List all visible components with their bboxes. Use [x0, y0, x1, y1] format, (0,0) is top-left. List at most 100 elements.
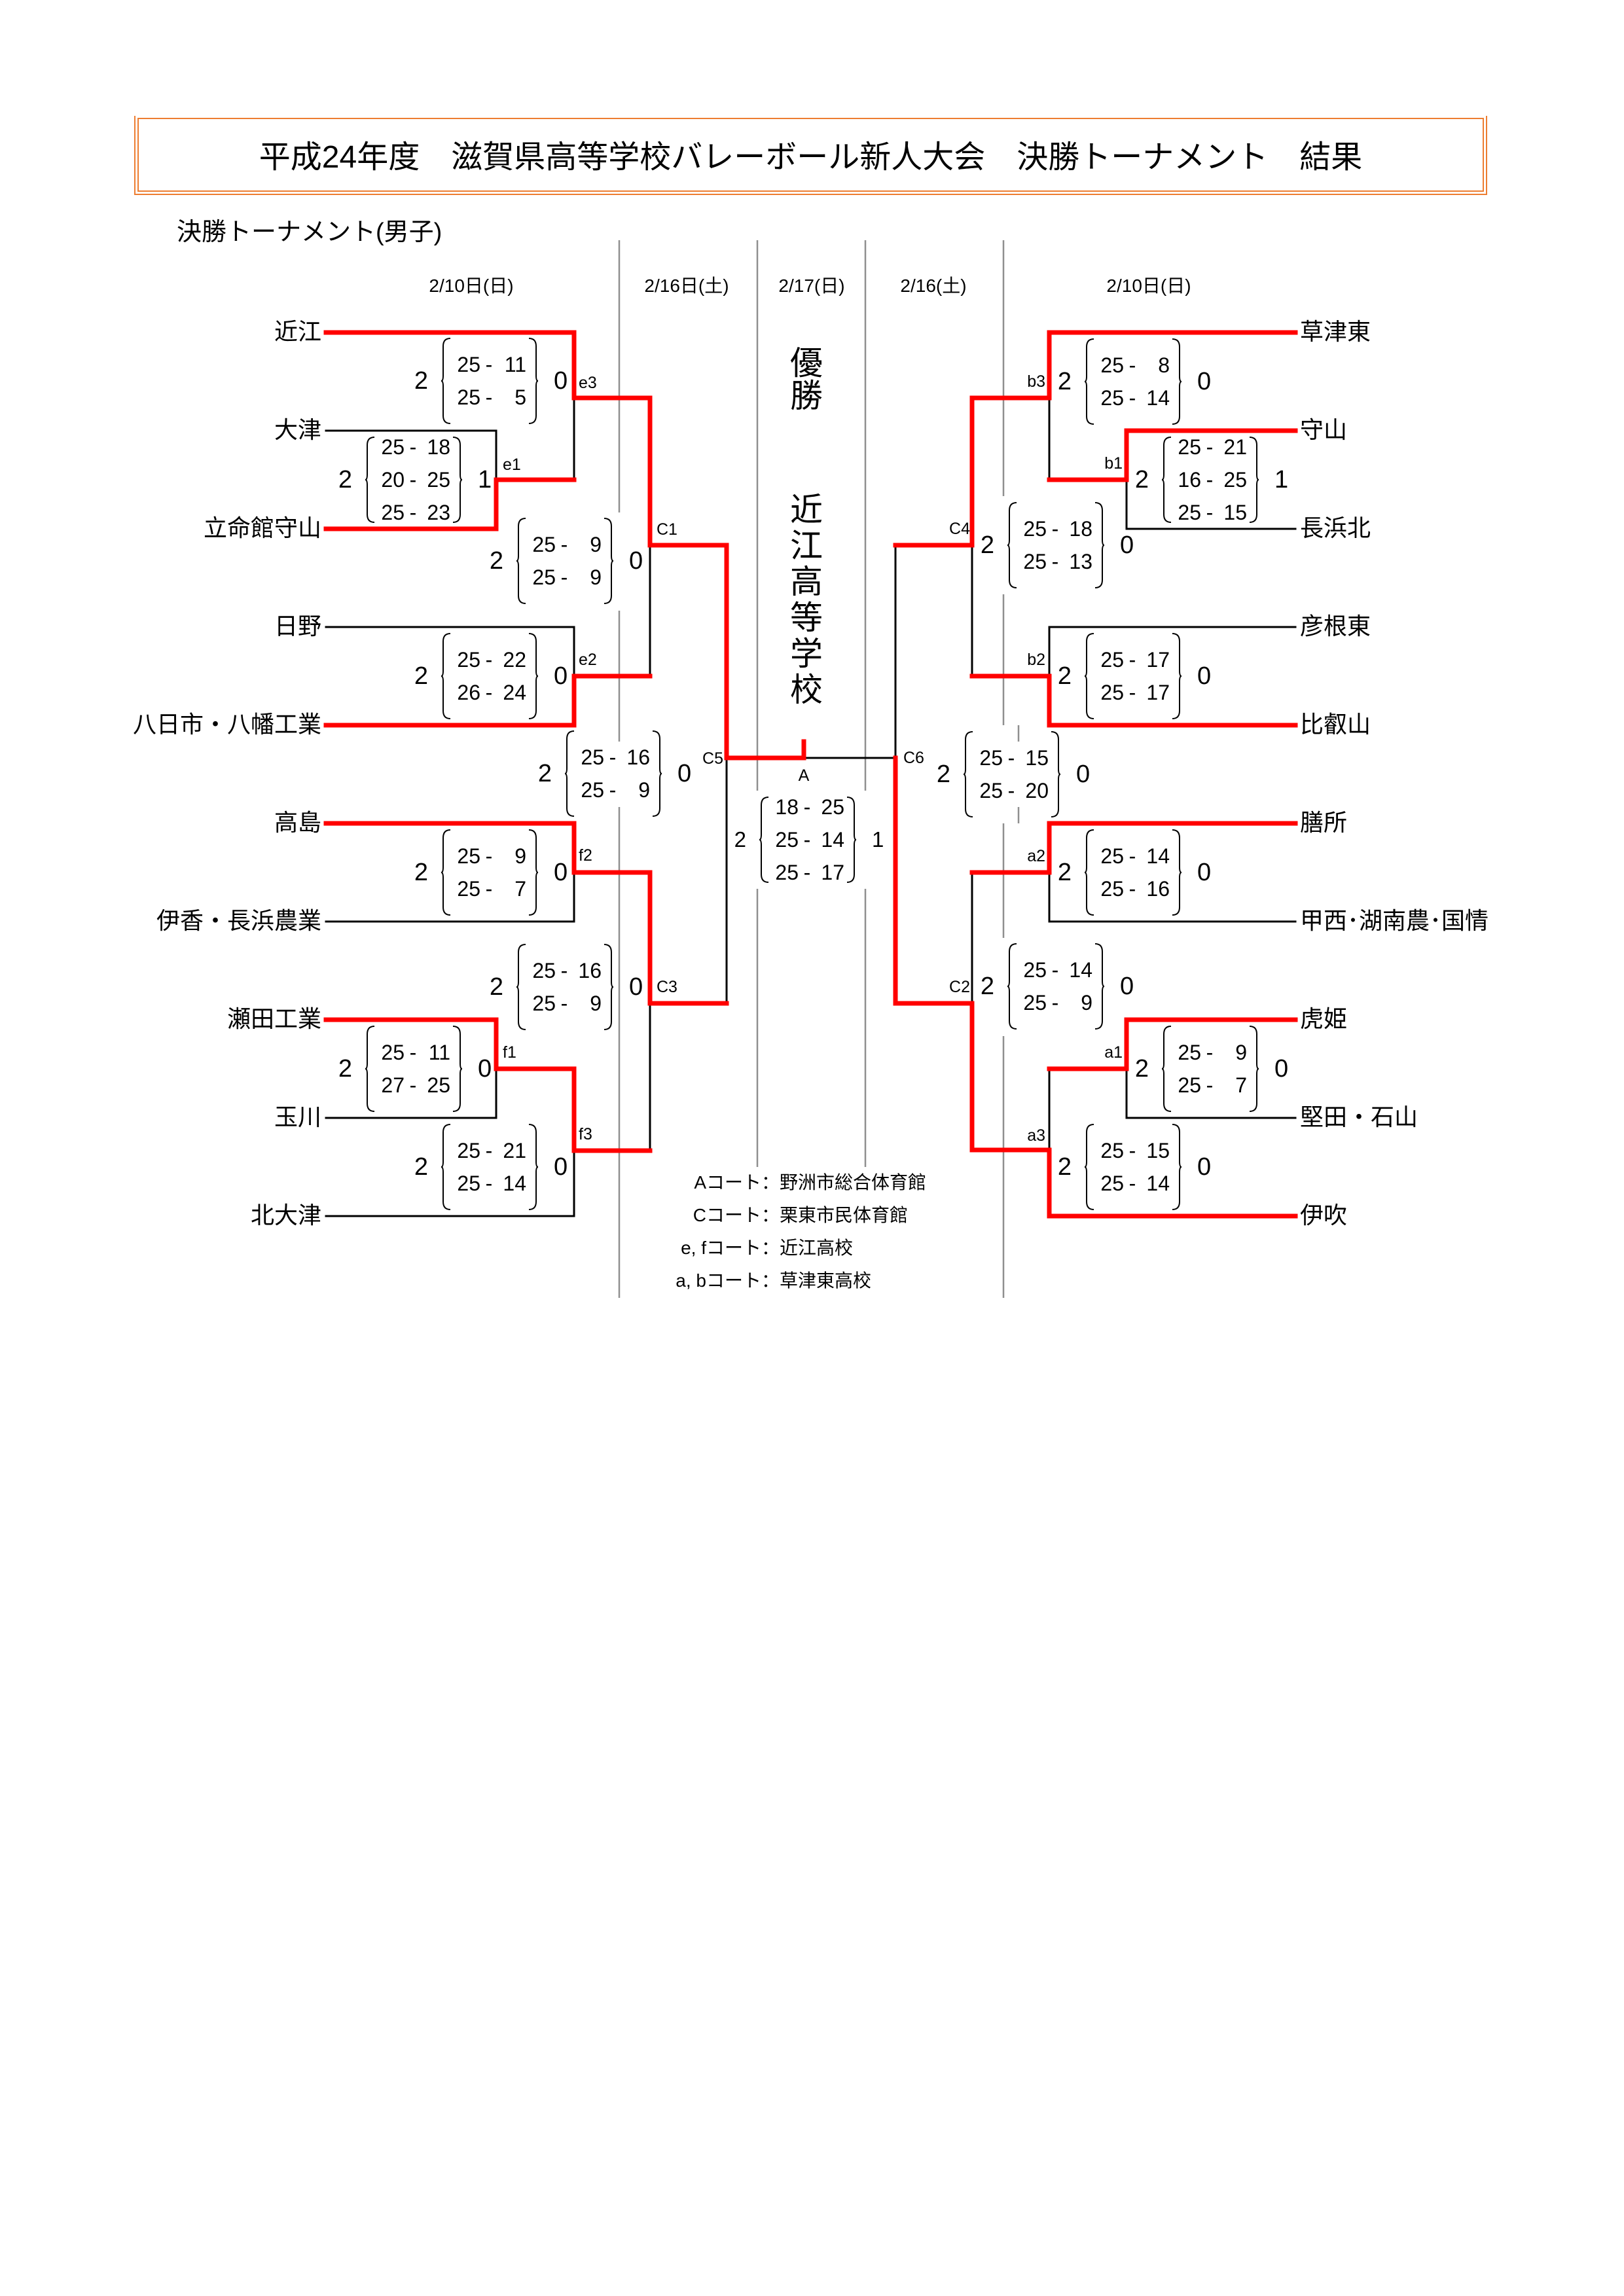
- sets-lost: 0: [554, 859, 568, 886]
- set-score-loser: 14: [1146, 1172, 1170, 1195]
- set-score-separator: -: [409, 435, 417, 459]
- right-brace: [1094, 943, 1105, 1030]
- set-score-loser: 14: [503, 1172, 526, 1195]
- sets-lost: 0: [629, 547, 643, 575]
- set-score-separator: -: [803, 861, 811, 884]
- right-brace: [1172, 633, 1182, 719]
- sets-lost: 0: [1197, 368, 1212, 395]
- set-score-loser: 23: [427, 501, 450, 524]
- set-score-loser: 17: [1146, 681, 1170, 704]
- sets-lost: 0: [554, 367, 568, 395]
- round-date-header: 2/16日(土): [644, 276, 729, 296]
- set-score-separator: -: [485, 681, 493, 704]
- set-score-separator: -: [1051, 550, 1059, 573]
- left-brace: [365, 1026, 375, 1112]
- set-score-winner: 18: [775, 795, 799, 819]
- set-score-loser: 22: [503, 648, 526, 672]
- sets-won: 2: [414, 859, 428, 886]
- match-code-label: e3: [579, 374, 597, 392]
- match-code-label: e2: [579, 651, 597, 669]
- round-date-header: 2/10日(日): [429, 276, 514, 296]
- set-score-separator: -: [803, 795, 811, 819]
- sets-lost: 0: [677, 760, 692, 787]
- set-score-loser: 18: [1069, 517, 1092, 541]
- set-score-winner: 25: [457, 386, 480, 409]
- set-score-loser: 25: [1223, 468, 1247, 492]
- set-score-separator: -: [560, 565, 568, 589]
- sets-lost: 0: [478, 1055, 492, 1083]
- right-brace: [604, 944, 614, 1030]
- set-score-separator: -: [1206, 1041, 1214, 1064]
- set-score-separator: -: [1051, 517, 1059, 541]
- set-score-winner: 25: [775, 828, 799, 852]
- team-name: 彦根東: [1300, 613, 1371, 639]
- match-code-label: C3: [657, 978, 677, 996]
- set-score-loser: 14: [1146, 386, 1170, 410]
- left-brace: [1084, 829, 1094, 916]
- set-score-separator: -: [485, 353, 493, 376]
- set-score-separator: -: [1007, 746, 1015, 770]
- set-score-winner: 25: [457, 648, 480, 672]
- team-name: 八日市・八幡工業: [132, 711, 321, 738]
- set-score-separator: -: [1206, 501, 1214, 524]
- set-score-loser: 9: [590, 565, 602, 589]
- right-brace: [1051, 731, 1061, 817]
- set-score-winner: 25: [1023, 958, 1047, 982]
- set-score-separator: -: [1128, 1139, 1136, 1162]
- set-score-separator: -: [1128, 1172, 1136, 1195]
- set-score-loser: 9: [1235, 1041, 1247, 1064]
- set-score-winner: 25: [381, 1041, 405, 1064]
- sets-lost: 0: [554, 662, 568, 690]
- set-score-separator: -: [1128, 648, 1136, 672]
- set-score-winner: 25: [1100, 681, 1124, 704]
- set-score-loser: 25: [821, 795, 844, 819]
- match-code-label: a1: [1104, 1043, 1123, 1062]
- team-name: 膳所: [1300, 809, 1348, 836]
- match-code-label: C6: [903, 749, 924, 767]
- sets-lost: 0: [1274, 1055, 1289, 1083]
- set-score-loser: 7: [1235, 1073, 1247, 1097]
- set-score-separator: -: [485, 844, 493, 868]
- right-brace: [652, 730, 662, 817]
- right-brace: [528, 633, 539, 719]
- set-score-winner: 25: [1023, 517, 1047, 541]
- page-title: 平成24年度 滋賀県高等学校バレーボール新人大会 決勝トーナメント 結果: [259, 139, 1363, 175]
- set-score-separator: -: [609, 745, 617, 769]
- sets-won: 2: [734, 827, 746, 852]
- set-score-loser: 16: [626, 745, 650, 769]
- match-code-label: f3: [579, 1125, 592, 1143]
- right-brace: [528, 1124, 539, 1210]
- set-score-separator: -: [560, 959, 568, 982]
- set-score-winner: 25: [581, 745, 604, 769]
- team-name: 比叡山: [1300, 711, 1371, 738]
- set-score-winner: 25: [1178, 1073, 1201, 1097]
- set-score-loser: 15: [1223, 501, 1247, 524]
- set-score-loser: 9: [638, 778, 650, 802]
- set-score-loser: 9: [514, 844, 526, 868]
- set-score-loser: 16: [578, 959, 602, 982]
- set-score-loser: 15: [1146, 1139, 1170, 1162]
- set-score-separator: -: [803, 828, 811, 852]
- set-score-winner: 25: [381, 435, 405, 459]
- sets-won: 2: [414, 662, 428, 690]
- set-score-separator: -: [485, 1139, 493, 1162]
- team-name: 守山: [1300, 416, 1348, 443]
- set-score-separator: -: [409, 1073, 417, 1097]
- set-score-loser: 9: [590, 992, 602, 1015]
- sets-lost: 1: [478, 466, 492, 493]
- set-score-winner: 25: [381, 501, 405, 524]
- team-name: 長浜北: [1300, 514, 1371, 541]
- sets-won: 2: [1057, 662, 1072, 690]
- team-name: 近江: [274, 318, 321, 345]
- team-name: 高島: [274, 809, 321, 836]
- team-name: 玉川: [274, 1103, 321, 1130]
- set-score-loser: 18: [427, 435, 450, 459]
- sets-lost: 0: [629, 973, 643, 1001]
- sets-won: 2: [980, 531, 994, 559]
- set-score-loser: 11: [428, 1041, 450, 1064]
- set-score-separator: -: [485, 1172, 493, 1195]
- set-score-winner: 25: [457, 844, 480, 868]
- set-score-separator: -: [1051, 991, 1059, 1014]
- team-name: 甲西･湖南農･国情: [1300, 907, 1489, 934]
